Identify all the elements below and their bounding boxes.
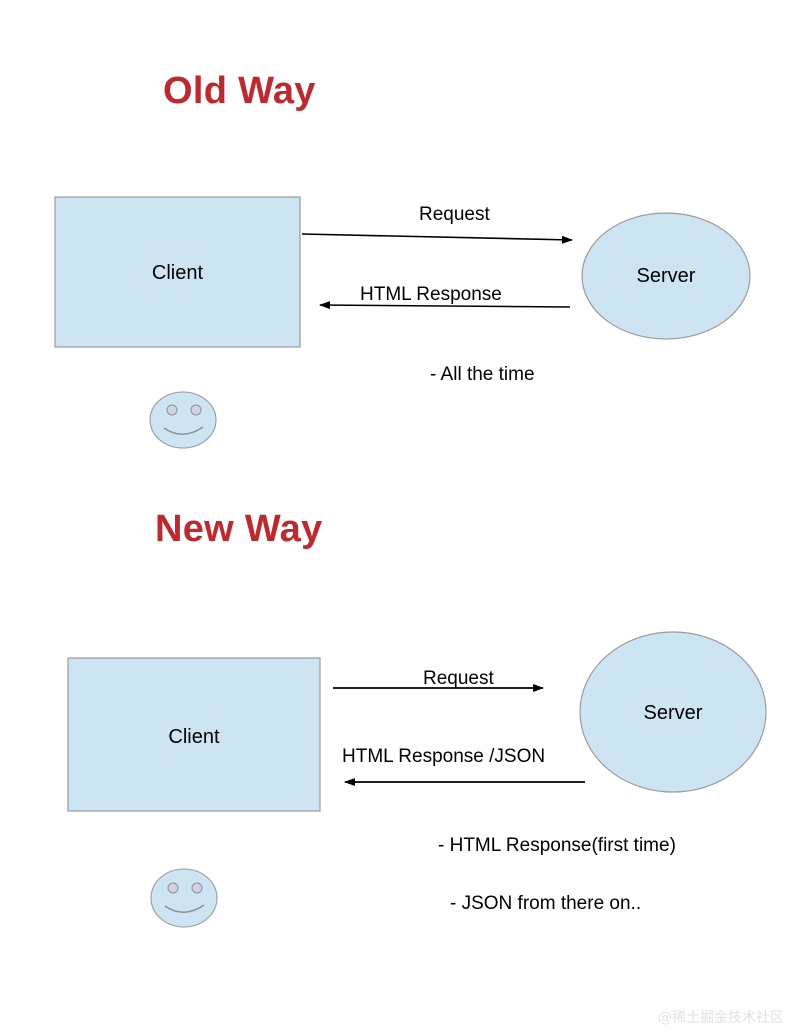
note-json-from-there-on: - JSON from there on.. (450, 893, 642, 914)
server-label-old: Server (636, 265, 696, 287)
request-arrow-label-old: Request (419, 204, 490, 225)
request-arrow-old (301, 233, 573, 244)
response-arrow-label-new: HTML Response /JSON (342, 746, 546, 767)
smiley-face-icon-old (149, 391, 217, 449)
watermark: @稀土掘金技术社区 (658, 1010, 784, 1026)
note-all-the-time: - All the time (430, 364, 535, 385)
client-label-old: Client (151, 262, 204, 284)
note-html-response-first-time: - HTML Response(first time) (438, 835, 676, 856)
server-ellipse-old (581, 212, 751, 340)
server-ellipse-new (579, 631, 767, 793)
client-box-new (67, 657, 321, 812)
smiley-face-icon-new (150, 868, 218, 928)
section-title-old-way: Old Way (163, 70, 316, 112)
request-arrow-label-new: Request (423, 668, 494, 689)
server-label-new: Server (643, 702, 703, 724)
response-arrow-old (319, 301, 571, 310)
client-box-old (54, 196, 301, 348)
response-arrow-label-old: HTML Response (360, 284, 502, 305)
section-title-new-way: New Way (155, 508, 323, 550)
client-label-new: Client (168, 726, 220, 748)
